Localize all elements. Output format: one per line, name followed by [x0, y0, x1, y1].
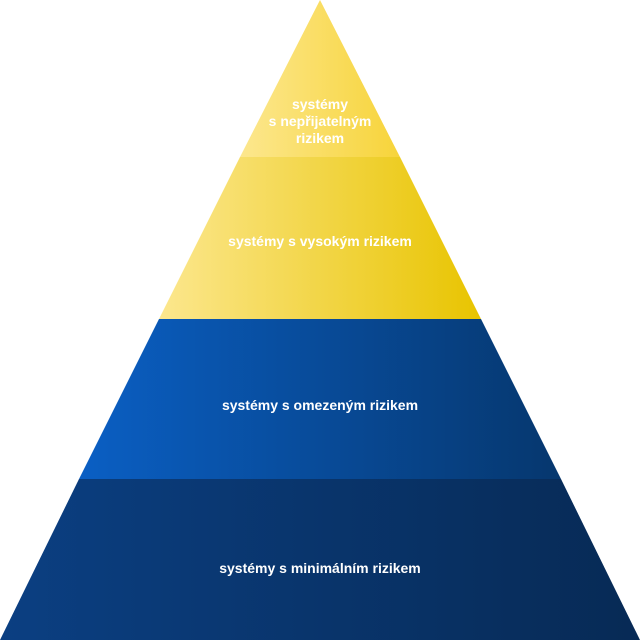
tier-limited-risk	[79, 319, 561, 479]
tier-label-minimal-risk: systémy s minimálním rizikem	[219, 560, 421, 576]
tier-minimal-risk	[0, 479, 640, 640]
tier-label-high-risk: systémy s vysokým rizikem	[228, 233, 412, 249]
tier-unacceptable-risk	[240, 0, 400, 157]
tier-label-limited-risk: systémy s omezeným rizikem	[221, 397, 419, 413]
tier-label-unacceptable-risk: systémy s nepřijatelným rizikem	[268, 96, 372, 146]
tier-high-risk	[159, 157, 481, 319]
